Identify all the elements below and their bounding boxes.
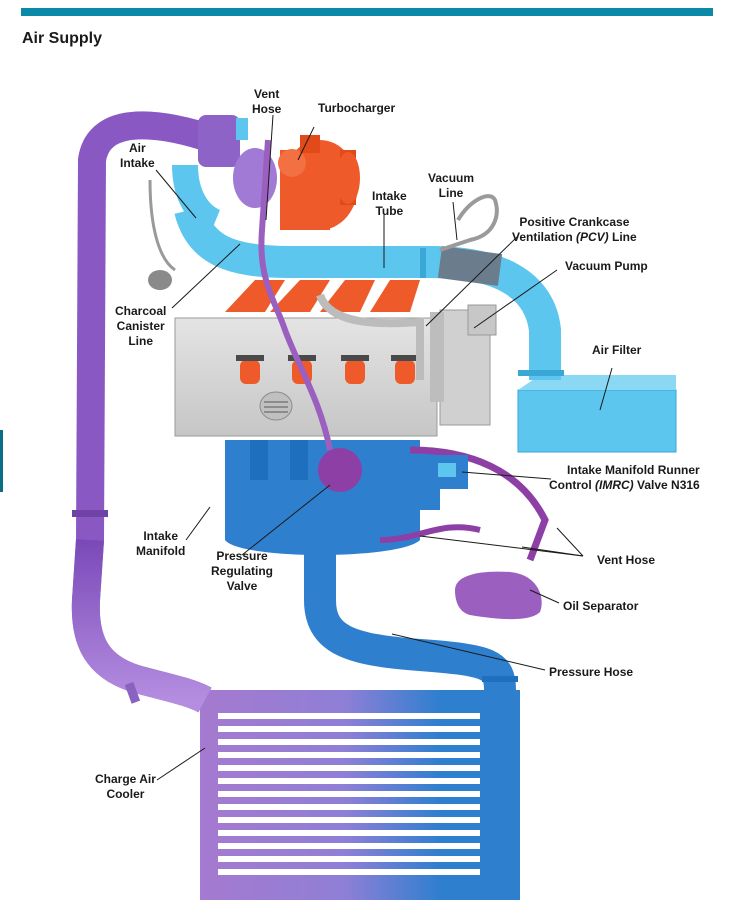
label-vent-hose-right: Vent Hose: [597, 553, 656, 567]
charge-pipe-lower: [71, 539, 212, 713]
charge-air-cooler: [200, 690, 520, 900]
pipe-clamp: [124, 681, 141, 704]
header-accent-bar: [21, 8, 713, 16]
air-intake-elbow: [172, 164, 221, 235]
intake-tube-coupler: [437, 246, 503, 286]
oil-separator: [455, 571, 542, 620]
pcv-line: [316, 293, 424, 380]
pressure-hose: [304, 545, 516, 691]
intake-runners-upper: [225, 280, 420, 312]
label-pressure-hose: Pressure Hose: [549, 665, 634, 679]
vent-hose-upper: [258, 139, 333, 451]
vacuum-line: [439, 194, 499, 252]
pipe-clamp: [72, 510, 108, 517]
label-vacuum-pump: Vacuum Pump: [565, 259, 648, 273]
intake-tube: [174, 205, 561, 380]
label-pcv-line: Positive Crankcase Ventilation (PCV) Lin…: [512, 215, 637, 244]
vent-hose-right: [409, 446, 549, 562]
label-imrc-valve: Intake Manifold Runner Control (IMRC) Va…: [549, 463, 700, 492]
charcoal-canister-line: [148, 179, 176, 272]
intake-tube-clamp: [420, 248, 426, 278]
engine-block: [174, 309, 491, 437]
vacuum-pump: [467, 304, 497, 336]
air-filter: [517, 375, 677, 453]
intake-tube-clamp: [518, 370, 564, 376]
imrc-valve: [428, 455, 468, 489]
page-title: Air Supply: [22, 30, 103, 47]
page-edge-tab: [0, 430, 3, 492]
pressure-regulating-valve: [318, 448, 362, 492]
pressure-hose-clamp: [482, 676, 518, 682]
label-oil-separator: Oil Separator: [563, 599, 639, 613]
leader-lines: [155, 114, 613, 781]
intake-manifold: [225, 440, 440, 555]
label-turbocharger: Turbocharger: [318, 101, 396, 115]
vent-hose-lower: [379, 524, 481, 543]
wastegate-actuator: [148, 270, 172, 290]
turbocharger: [278, 135, 360, 230]
label-air-filter: Air Filter: [592, 343, 642, 357]
